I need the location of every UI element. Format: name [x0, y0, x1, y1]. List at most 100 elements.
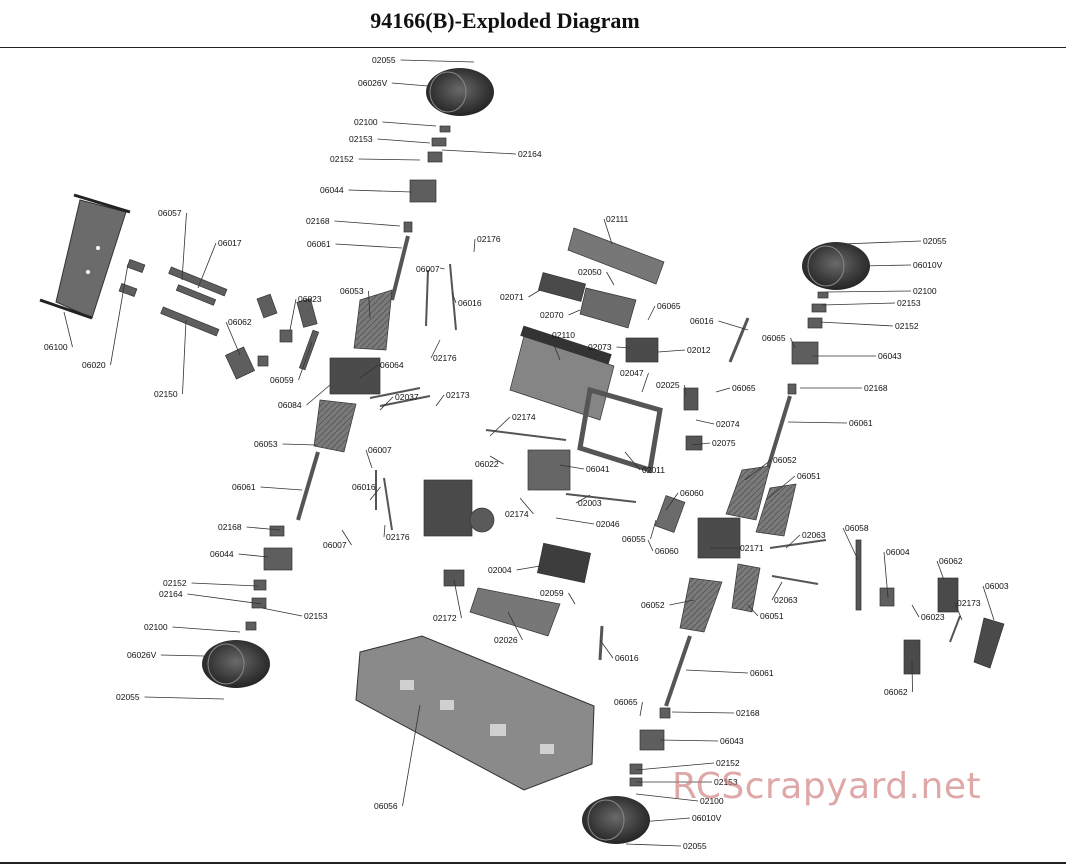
- part-number-label: 02055: [372, 55, 396, 65]
- part-number-label: 02153: [897, 298, 921, 308]
- leader-line: [197, 242, 217, 289]
- part-number-label: 06007: [323, 540, 347, 550]
- part-number-label: 02153: [304, 611, 328, 621]
- part-number-label: 02153: [714, 777, 738, 787]
- part-number-label: 06041: [586, 464, 610, 474]
- part-number-label: 02063: [774, 595, 798, 605]
- leader-line: [225, 321, 241, 356]
- leader-line: [911, 659, 913, 693]
- part-number-label: 06004: [886, 547, 910, 557]
- part-number-label: 06052: [641, 600, 665, 610]
- leader-line: [473, 238, 476, 253]
- leader-line: [744, 459, 772, 481]
- leader-line: [671, 711, 735, 714]
- part-number-label: 02047: [620, 368, 644, 378]
- part-number-label: 02073: [588, 342, 612, 352]
- part-number-label: 06062: [939, 556, 963, 566]
- leader-line: [647, 305, 656, 321]
- part-number-label: 02173: [446, 390, 470, 400]
- bottom-divider: [0, 862, 1066, 864]
- leader-line: [568, 309, 581, 316]
- part-number-label: 06016: [352, 482, 376, 492]
- leader-line: [859, 264, 912, 267]
- part-number-label: 02152: [163, 578, 187, 588]
- part-artwork: [39, 68, 1005, 844]
- page-title: 94166(B)-Exploded Diagram: [370, 8, 640, 33]
- part-number-label: 06044: [210, 549, 234, 559]
- part-number-label: 02168: [306, 216, 330, 226]
- leader-line: [982, 585, 995, 621]
- part-number-label: 02176: [477, 234, 501, 244]
- part-number-label: 06003: [985, 581, 1009, 591]
- part-number-label: 02164: [159, 589, 183, 599]
- part-number-label: 02172: [433, 613, 457, 623]
- leader-line: [669, 599, 695, 606]
- leader-line: [549, 334, 561, 361]
- part-number-label: 02046: [596, 519, 620, 529]
- leader-line: [765, 475, 796, 501]
- part-number-label: 06061: [232, 482, 256, 492]
- part-number-label: 06052: [773, 455, 797, 465]
- leader-line: [695, 419, 715, 425]
- rear-bumper-parts: [118, 259, 320, 380]
- part-number-label: 02171: [740, 543, 764, 553]
- leader-line: [635, 793, 699, 802]
- leader-line: [883, 551, 889, 599]
- part-number-label: 06026V: [127, 650, 157, 660]
- part-number-label: 06053: [340, 286, 364, 296]
- leader-line: [379, 396, 394, 411]
- leader-line: [261, 607, 303, 617]
- leader-line: [657, 349, 686, 353]
- leader-line: [787, 421, 848, 424]
- leader-line: [954, 602, 963, 621]
- part-number-label: 02055: [683, 841, 707, 851]
- leader-line: [659, 739, 719, 742]
- leader-line: [819, 321, 894, 327]
- part-number-label: 02012: [687, 345, 711, 355]
- leader-line: [516, 565, 541, 571]
- leader-line: [144, 696, 225, 700]
- tire-front-left: [426, 68, 494, 116]
- part-number-label: 02070: [540, 310, 564, 320]
- leader-line: [451, 291, 457, 304]
- leader-line: [684, 384, 687, 396]
- leader-line: [841, 240, 922, 245]
- part-number-label: 06053: [254, 439, 278, 449]
- part-number-label: 02168: [864, 383, 888, 393]
- part-number-label: 02037: [395, 392, 419, 402]
- leader-line: [341, 529, 352, 546]
- part-number-label: 02100: [354, 117, 378, 127]
- part-number-label: 06057: [158, 208, 182, 218]
- leader-line: [348, 189, 413, 193]
- leader-line: [639, 817, 691, 823]
- tire-rear-left: [202, 640, 270, 688]
- leader-line: [368, 290, 371, 319]
- leader-line: [453, 579, 462, 619]
- leader-line: [568, 592, 576, 605]
- part-number-label: 02100: [144, 622, 168, 632]
- part-number-label: 02063: [802, 530, 826, 540]
- part-number-label: 06043: [878, 351, 902, 361]
- part-number-label: 06016: [690, 316, 714, 326]
- part-number-label: 02050: [578, 267, 602, 277]
- leader-line: [842, 527, 859, 561]
- leader-line: [790, 337, 796, 349]
- leader-line: [435, 394, 445, 407]
- part-number-label: 02071: [500, 292, 524, 302]
- part-number-label: 06060: [680, 488, 704, 498]
- leader-line: [625, 843, 682, 847]
- part-number-label: 06023: [298, 294, 322, 304]
- leader-line: [391, 82, 429, 87]
- part-number-label: 06065: [614, 697, 638, 707]
- part-number-label: 02176: [433, 353, 457, 363]
- part-number-label: 02173: [957, 598, 981, 608]
- part-number-label: 02059: [540, 588, 564, 598]
- center-parts: [423, 227, 750, 661]
- part-number-label: 02074: [716, 419, 740, 429]
- part-number-label: 06065: [732, 383, 756, 393]
- part-number-label: 06061: [307, 239, 331, 249]
- part-number-label: 06026V: [358, 78, 388, 88]
- part-number-label: 06007: [368, 445, 392, 455]
- leader-line: [402, 704, 421, 807]
